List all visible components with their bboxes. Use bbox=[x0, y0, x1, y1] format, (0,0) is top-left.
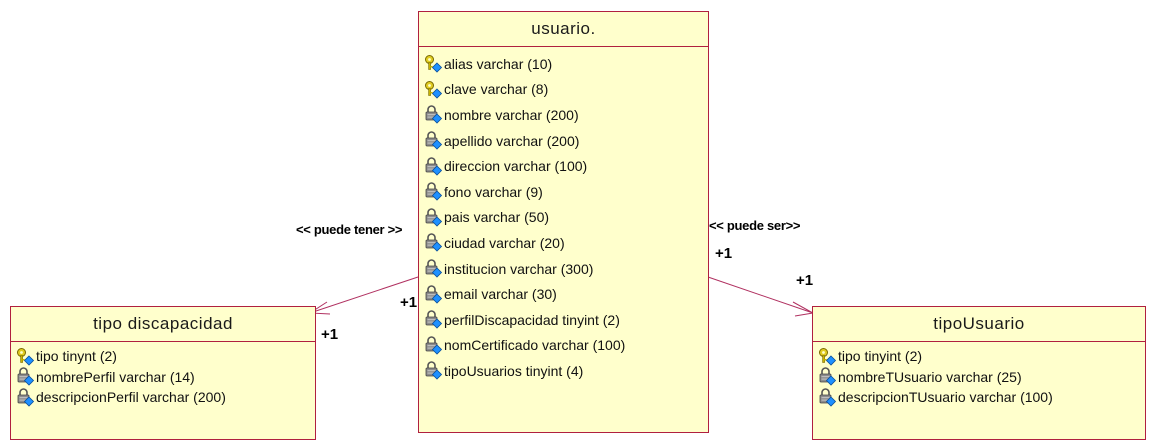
attribute-text: perfilDiscapacidad tinyint (2) bbox=[444, 311, 620, 328]
tipo-discapacidad-attribute-list: tipo tinynt (2) nombrePerfil varchar (14)… bbox=[11, 342, 315, 408]
attribute-row[interactable]: nombreTUsuario varchar (25) bbox=[818, 367, 1145, 388]
attribute-row[interactable]: clave varchar (8) bbox=[424, 77, 708, 103]
puede-ser-arrowhead bbox=[792, 301, 815, 317]
attribute-row[interactable]: direccion varchar (100) bbox=[424, 153, 708, 179]
attribute-row[interactable]: tipoUsuarios tinyint (4) bbox=[424, 358, 708, 384]
puede-ser-source-multiplicity: +1 bbox=[715, 245, 733, 262]
attribute-row[interactable]: institucion varchar (300) bbox=[424, 256, 708, 282]
column-lock-icon bbox=[818, 387, 837, 407]
attribute-text: clave varchar (8) bbox=[444, 81, 549, 98]
attribute-row[interactable]: nombre varchar (200) bbox=[424, 102, 708, 128]
attribute-text: tipoUsuarios tinyint (4) bbox=[444, 362, 584, 379]
attribute-text: institucion varchar (300) bbox=[444, 260, 594, 277]
primary-key-icon bbox=[818, 347, 837, 366]
attribute-row[interactable]: descripcionPerfil varchar (200) bbox=[16, 387, 315, 408]
attribute-row[interactable]: email varchar (30) bbox=[424, 281, 708, 307]
attribute-text: apellido varchar (200) bbox=[444, 132, 580, 149]
tipousuario-entity[interactable]: tipoUsuario tipo tinyint (2) nombreTUsuar… bbox=[812, 306, 1146, 440]
attribute-text: tipo tinynt (2) bbox=[36, 348, 117, 365]
attribute-text: nombreTUsuario varchar (25) bbox=[838, 368, 1022, 385]
puede-tener-source-multiplicity: +1 bbox=[400, 294, 418, 311]
attribute-text: nomCertificado varchar (100) bbox=[444, 337, 626, 354]
attribute-row[interactable]: nombrePerfil varchar (14) bbox=[16, 367, 315, 388]
column-lock-icon bbox=[424, 156, 443, 176]
attribute-row[interactable]: pais varchar (50) bbox=[424, 205, 708, 231]
column-lock-icon bbox=[424, 284, 443, 304]
attribute-row[interactable]: tipo tinyint (2) bbox=[818, 346, 1145, 367]
column-lock-icon bbox=[424, 336, 443, 355]
puede-ser-line bbox=[707, 276, 814, 314]
tipousuario-attribute-list: tipo tinyint (2) nombreTUsuario varchar (… bbox=[813, 342, 1145, 408]
column-lock-icon bbox=[424, 361, 443, 380]
attribute-row[interactable]: alias varchar (10) bbox=[424, 51, 708, 77]
tipo-discapacidad-entity-title: tipo discapacidad bbox=[11, 307, 315, 342]
attribute-text: fono varchar (9) bbox=[444, 183, 543, 200]
puede-ser-target-multiplicity: +1 bbox=[796, 272, 814, 289]
primary-key-icon bbox=[424, 54, 443, 73]
attribute-row[interactable]: perfilDiscapacidad tinyint (2) bbox=[424, 307, 708, 333]
attribute-row[interactable]: nomCertificado varchar (100) bbox=[424, 333, 708, 359]
attribute-text: ciudad varchar (20) bbox=[444, 234, 565, 251]
puede-ser-label: << puede ser>> bbox=[709, 218, 801, 233]
attribute-text: direccion varchar (100) bbox=[444, 158, 588, 175]
attribute-text: nombrePerfil varchar (14) bbox=[36, 368, 195, 385]
attribute-row[interactable]: ciudad varchar (20) bbox=[424, 230, 708, 256]
attribute-row[interactable]: apellido varchar (200) bbox=[424, 128, 708, 154]
puede-tener-target-multiplicity: +1 bbox=[321, 326, 339, 343]
puede-tener-line bbox=[309, 276, 419, 314]
attribute-row[interactable]: fono varchar (9) bbox=[424, 179, 708, 205]
primary-key-icon bbox=[16, 347, 35, 366]
column-lock-icon bbox=[424, 310, 443, 329]
column-lock-icon bbox=[424, 182, 443, 201]
puede-tener-label: << puede tener >> bbox=[296, 222, 403, 237]
attribute-text: pais varchar (50) bbox=[444, 209, 550, 226]
primary-key-icon bbox=[424, 80, 443, 99]
attribute-text: email varchar (30) bbox=[444, 286, 557, 303]
tipousuario-entity-title: tipoUsuario bbox=[813, 307, 1145, 342]
attribute-text: descripcionPerfil varchar (200) bbox=[36, 389, 226, 406]
usuario-entity-title: usuario. bbox=[419, 12, 708, 47]
attribute-text: tipo tinyint (2) bbox=[838, 348, 923, 365]
column-lock-icon bbox=[16, 387, 35, 407]
attribute-text: alias varchar (10) bbox=[444, 55, 553, 72]
attribute-row[interactable]: tipo tinynt (2) bbox=[16, 346, 315, 367]
column-lock-icon bbox=[424, 105, 443, 125]
column-lock-icon bbox=[424, 208, 443, 227]
attribute-text: nombre varchar (200) bbox=[444, 106, 579, 123]
usuario-entity[interactable]: usuario. alias varchar (10) clave varchar… bbox=[418, 11, 709, 433]
column-lock-icon bbox=[424, 259, 443, 278]
column-lock-icon bbox=[424, 233, 443, 253]
attribute-text: descripcionTUsuario varchar (100) bbox=[838, 389, 1053, 406]
column-lock-icon bbox=[16, 367, 35, 386]
tipo-discapacidad-entity[interactable]: tipo discapacidad tipo tinynt (2) nombreP… bbox=[10, 306, 316, 440]
attribute-row[interactable]: descripcionTUsuario varchar (100) bbox=[818, 387, 1145, 408]
column-lock-icon bbox=[424, 131, 443, 150]
usuario-attribute-list: alias varchar (10) clave varchar (8) nombr… bbox=[419, 47, 708, 384]
column-lock-icon bbox=[818, 367, 837, 386]
